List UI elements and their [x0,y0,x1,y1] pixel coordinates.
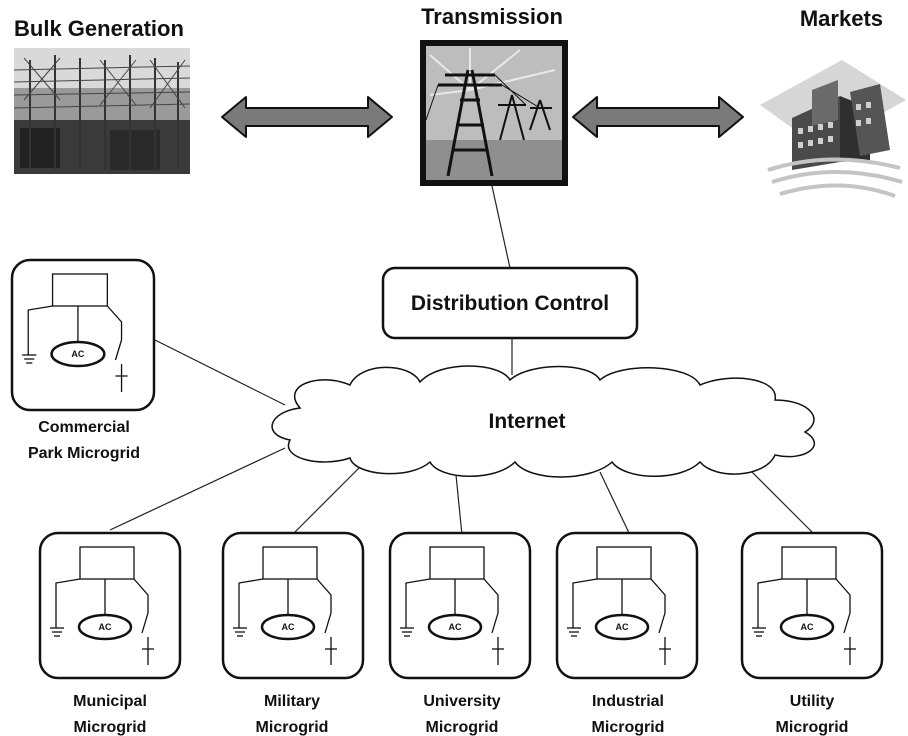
microgrid-name-line1: Municipal [73,693,147,710]
ac-label: AC [282,622,295,632]
microgrid-circuit [752,546,856,665]
microgrid-circuit [50,546,154,665]
bidirectional-arrow-left [221,96,393,138]
markets-buildings-image [760,60,906,198]
microgrid-frame [740,531,884,680]
microgrid-frame [38,531,182,680]
transmission-title: Transmission [421,4,563,29]
ac-generator-icon [427,613,483,641]
microgrid-name-line1: Industrial [592,693,664,710]
microgrid-frame [10,258,156,412]
microgrid-name-line2: Microgrid [426,719,499,736]
internet-label: Internet [488,410,565,433]
microgrid-name-line2: Park Microgrid [28,445,140,462]
microgrid-circuit [567,546,671,665]
ac-label: AC [71,349,84,359]
microgrid-name-line2: Microgrid [592,719,665,736]
distribution-control-box: Distribution Control [381,266,639,340]
ac-label: AC [801,622,814,632]
transmission-tower-image [420,40,568,186]
bulk-generation-image [13,48,191,174]
network-links [109,185,816,536]
microgrid-frame [221,531,365,680]
microgrid-name-line2: Microgrid [74,719,147,736]
ac-generator-icon [50,340,106,368]
ac-label: AC [449,622,462,632]
bulk-generation-title: Bulk Generation [14,16,184,41]
distribution-control-label: Distribution Control [411,292,609,315]
ac-label: AC [99,622,112,632]
microgrid-circuit [22,273,128,392]
microgrid-circuit [233,546,337,665]
internet-cloud: Internet [271,365,816,478]
microgrid-circuit [400,546,504,665]
microgrid-name-line2: Microgrid [776,719,849,736]
microgrid-name-line1: University [423,693,500,710]
markets-title: Markets [800,6,883,31]
microgrid-name-line1: Utility [790,693,835,710]
ac-generator-icon [260,613,316,641]
microgrid-frame [555,531,699,680]
ac-generator-icon [779,613,835,641]
microgrid-name-line1: Military [264,693,320,710]
microgrid-name-line2: Microgrid [256,719,329,736]
microgrid-name-line1: Commercial [38,419,130,436]
ac-generator-icon [77,613,133,641]
microgrid-frame [388,531,532,680]
bidirectional-arrow-right [572,96,744,138]
ac-label: AC [616,622,629,632]
ac-generator-icon [594,613,650,641]
